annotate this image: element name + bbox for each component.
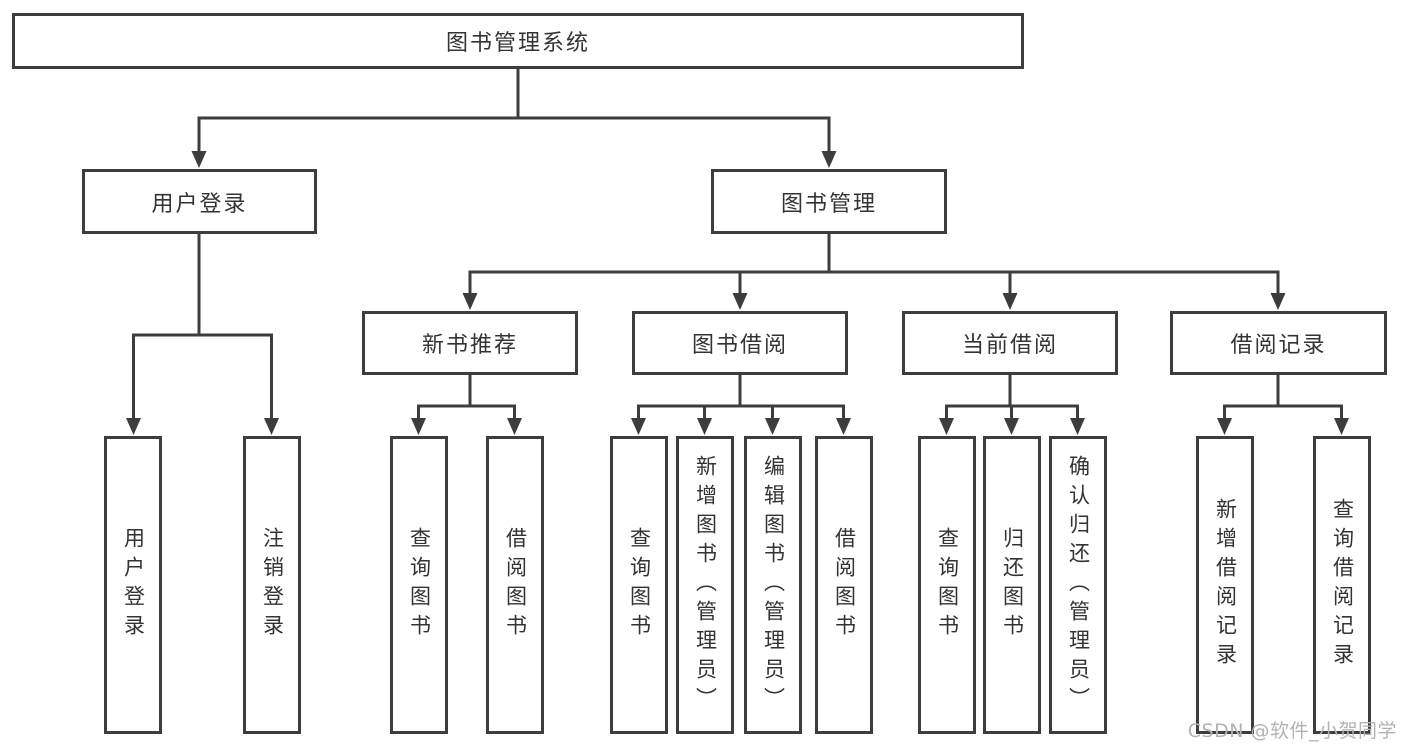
leaf-user-login: 用户登录 [104, 436, 162, 734]
leaf-query-books-current: 查询图书 [918, 436, 976, 734]
leaf-return-books: 归还图书 [983, 436, 1041, 734]
node-library-system: 图书管理系统 [12, 13, 1024, 69]
arrowhead-icons [126, 151, 1349, 435]
leaf-borrow-books-recommend: 借阅图书 [486, 436, 544, 734]
node-book-borrowing: 图书借阅 [632, 311, 848, 375]
node-new-book-recommend: 新书推荐 [362, 311, 578, 375]
leaf-logout: 注销登录 [243, 436, 301, 734]
leaf-borrow-books-borrowing: 借阅图书 [815, 436, 873, 734]
leaf-edit-book-admin: 编辑图书（管理员） [744, 436, 802, 734]
node-user-login: 用户登录 [82, 169, 317, 234]
leaf-confirm-return-admin: 确认归还（管理员） [1049, 436, 1107, 734]
leaf-query-books-borrowing: 查询图书 [610, 436, 668, 734]
leaf-query-books-recommend: 查询图书 [390, 436, 448, 734]
node-borrowing-records: 借阅记录 [1170, 311, 1387, 375]
leaf-add-book-admin: 新增图书（管理员） [676, 436, 734, 734]
node-current-borrowing: 当前借阅 [902, 311, 1118, 375]
leaf-add-borrow-record: 新增借阅记录 [1196, 436, 1254, 734]
node-book-management: 图书管理 [711, 169, 947, 234]
watermark: CSDN @软件_小贺同学 [1187, 720, 1397, 742]
leaf-query-borrow-record: 查询借阅记录 [1313, 436, 1371, 734]
